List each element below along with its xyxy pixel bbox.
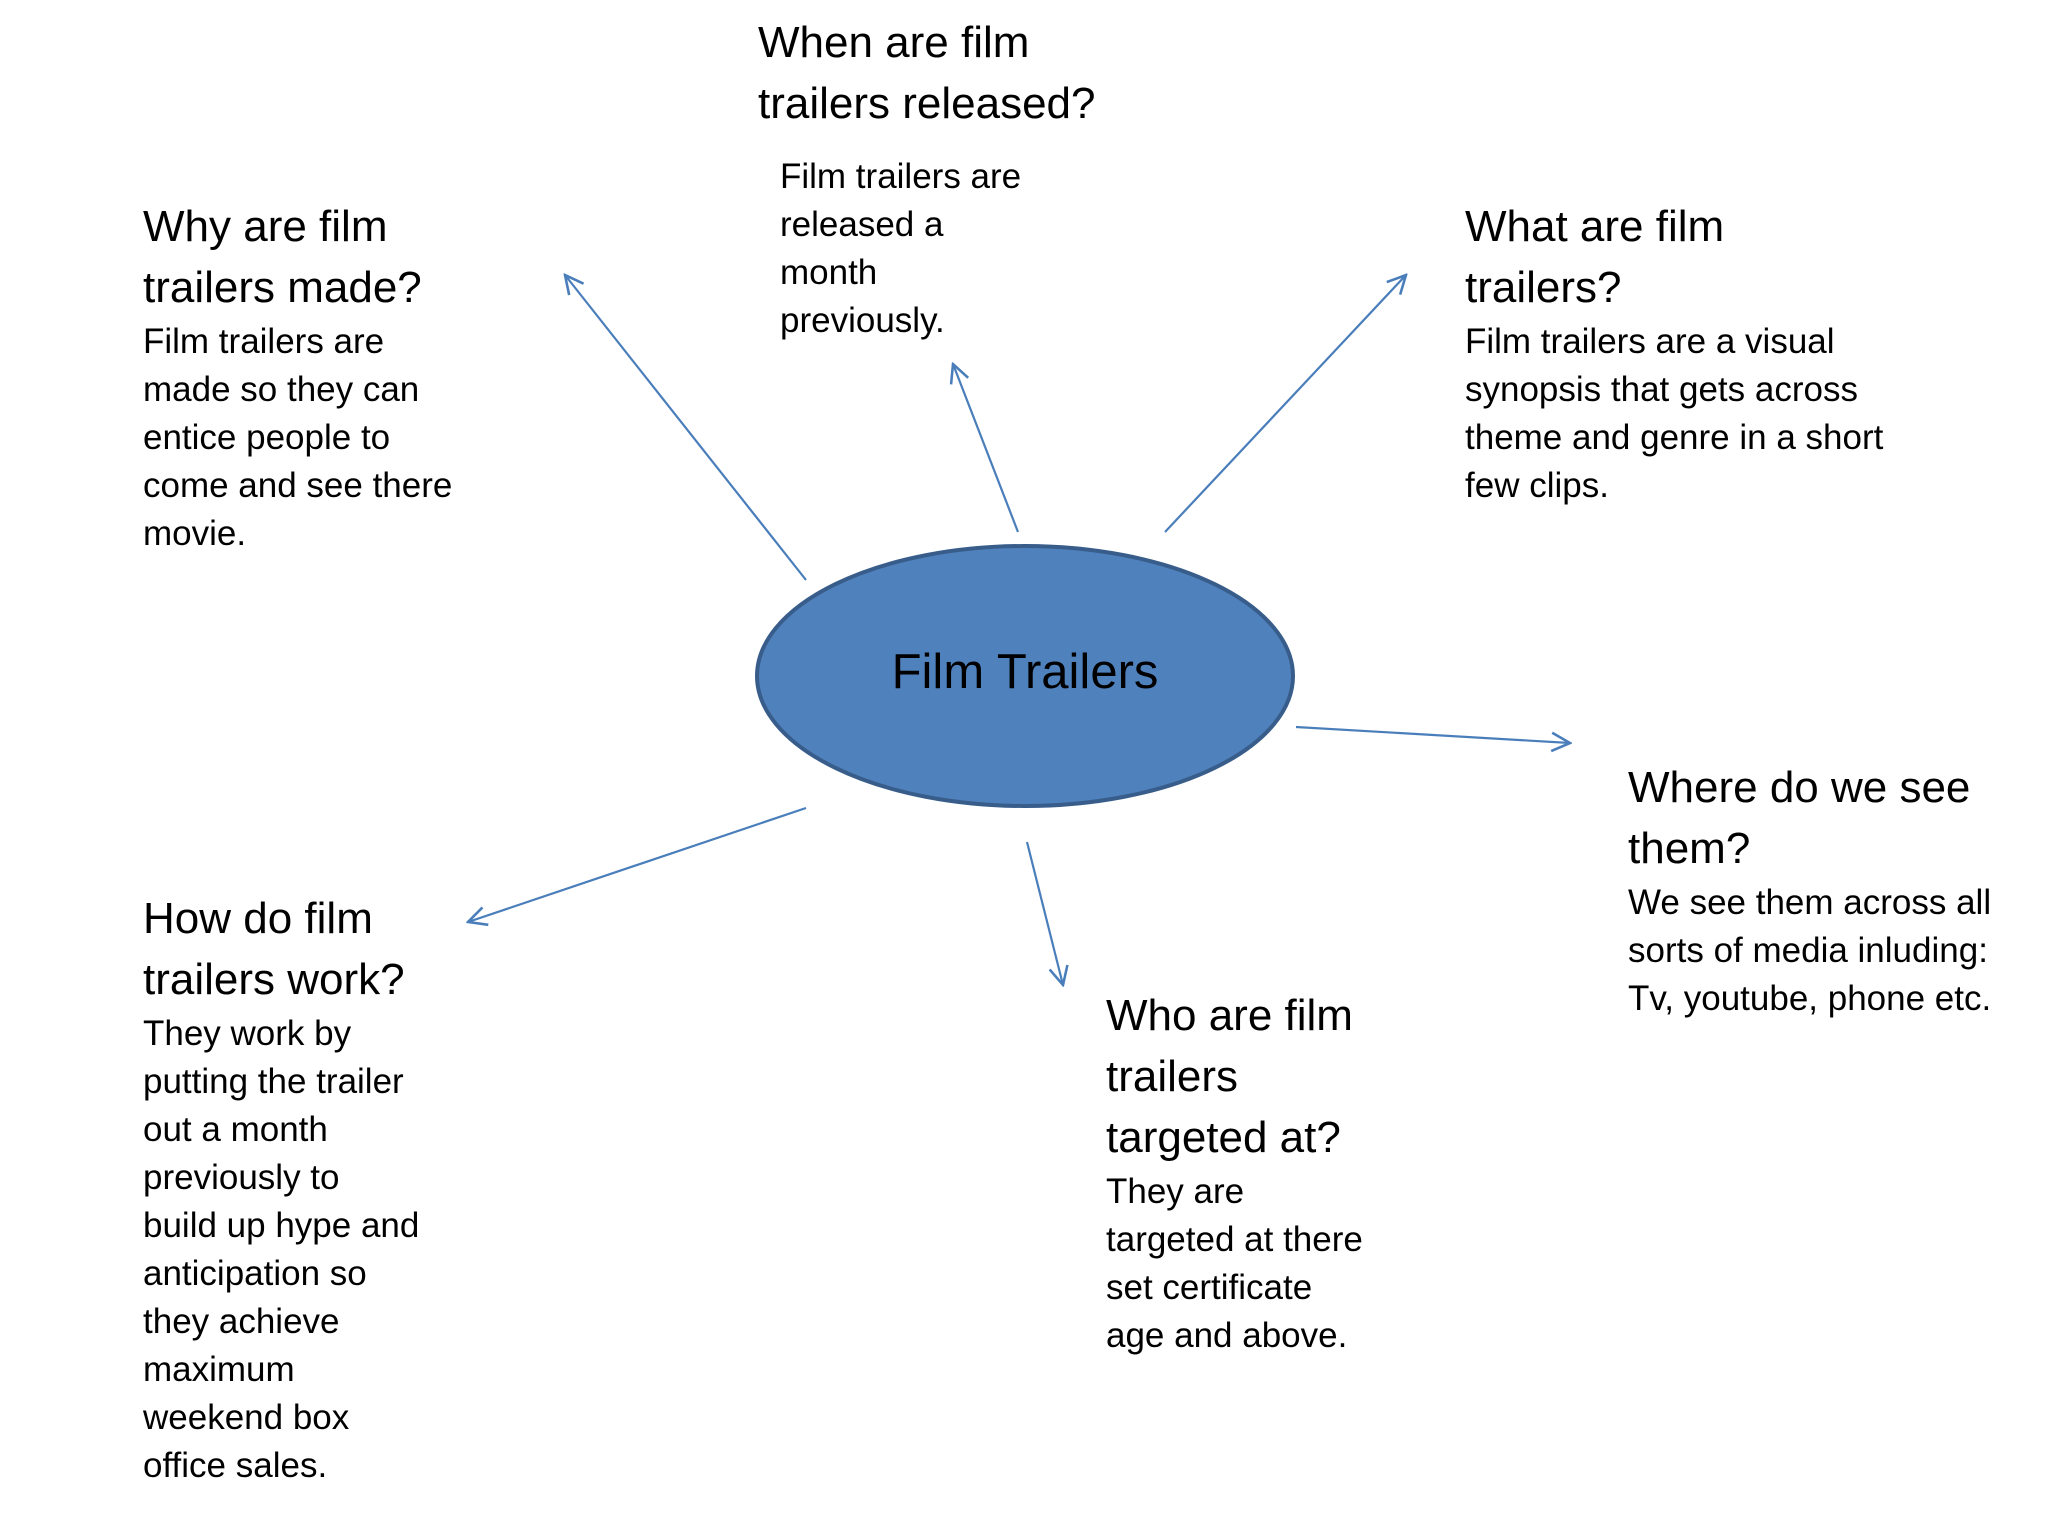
node-what: What are film trailers? Film trailers ar… (1465, 196, 1965, 510)
node-when: When are film trailers released? (758, 12, 1198, 134)
node-why: Why are film trailers made? Film trailer… (143, 196, 573, 558)
arrow-to-why (565, 275, 807, 581)
arrow-to-where (1295, 725, 1570, 743)
node-where-heading: Where do we see them? (1628, 763, 1971, 873)
node-who: Who are film trailers targeted at? They … (1106, 985, 1506, 1360)
arrow-to-when (953, 364, 1020, 533)
center-node-label: Film Trailers (891, 645, 1159, 699)
node-when-heading: When are film trailers released? (758, 18, 1096, 128)
node-who-heading: Who are film trailers targeted at? (1106, 991, 1353, 1162)
node-what-heading: What are film trailers? (1465, 202, 1725, 312)
node-how-body: They work by putting the trailer out a m… (143, 1014, 420, 1485)
node-how: How do film trailers work? They work by … (143, 888, 573, 1490)
arrow-to-who (1025, 841, 1063, 985)
node-where: Where do we see them? We see them across… (1628, 757, 2038, 1023)
arrow-to-how (468, 806, 807, 922)
center-node-ellipse (755, 544, 1295, 808)
node-why-body: Film trailers are made so they can entic… (143, 322, 453, 553)
node-what-body: Film trailers are a visual synopsis that… (1465, 322, 1884, 505)
node-how-heading: How do film trailers work? (143, 894, 405, 1004)
node-who-body: They are targeted at there set certifica… (1106, 1172, 1363, 1355)
node-when-body-box: Film trailers are released a month previ… (780, 153, 1140, 345)
connector-arrows (468, 275, 1570, 985)
node-where-body: We see them across all sorts of media in… (1628, 883, 1992, 1018)
node-why-heading: Why are film trailers made? (143, 202, 422, 312)
arrow-to-what (1164, 275, 1406, 533)
node-when-body: Film trailers are released a month previ… (780, 157, 1022, 340)
